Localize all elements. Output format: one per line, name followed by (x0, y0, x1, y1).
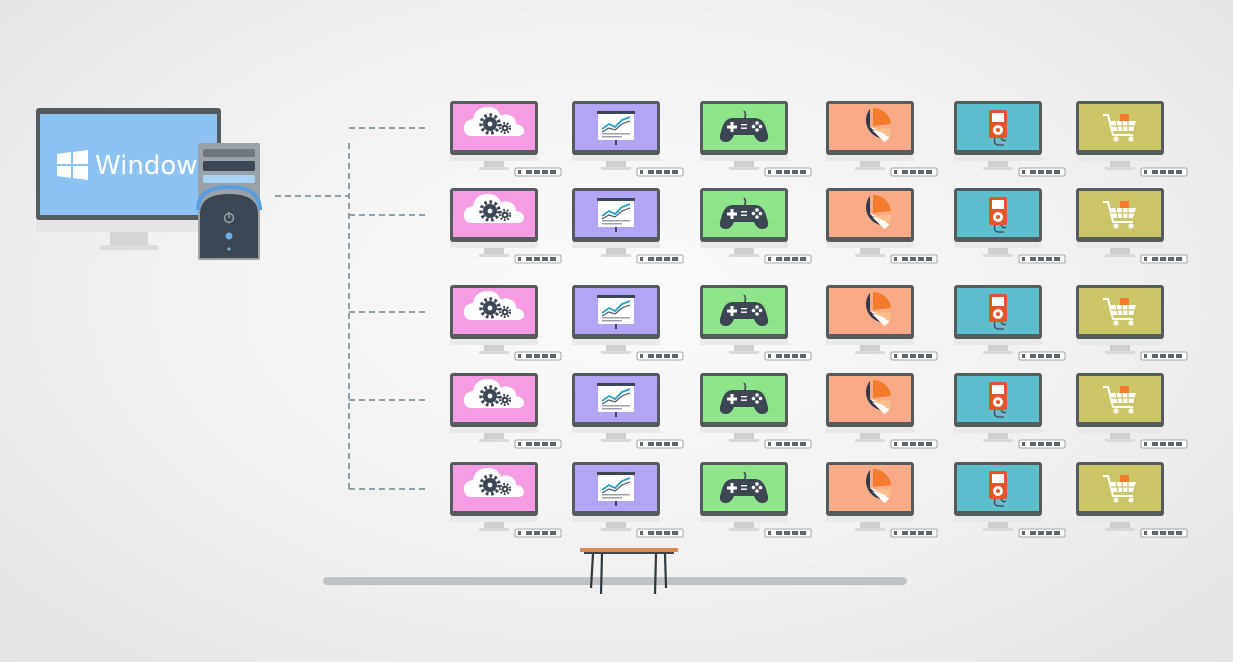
client-monitor-shopping (1076, 462, 1188, 538)
thin-client-box (1140, 254, 1188, 264)
client-monitor-analytics (826, 101, 938, 177)
thin-client-box (1140, 167, 1188, 177)
thin-client-box (1140, 439, 1188, 449)
thin-client-box (514, 254, 562, 264)
presentation-chart-icon (596, 110, 636, 146)
client-monitor-gaming (700, 285, 812, 361)
thin-client-box (514, 528, 562, 538)
client-monitor-gaming (700, 462, 812, 538)
thin-client-box (514, 167, 562, 177)
client-monitor-shopping (1076, 188, 1188, 264)
client-monitor-grid (450, 101, 1188, 538)
client-monitor-presentation (572, 462, 684, 538)
client-monitor-cloud-settings (450, 188, 562, 264)
thin-client-box (1018, 254, 1066, 264)
client-monitor-cloud-settings (450, 462, 562, 538)
client-monitor-shopping (1076, 101, 1188, 177)
thin-client-box (764, 351, 812, 361)
thin-client-box (890, 439, 938, 449)
thin-client-box (764, 167, 812, 177)
client-monitor-presentation (572, 101, 684, 177)
client-monitor-media-player (954, 285, 1066, 361)
os-label: Windows (95, 151, 211, 181)
thin-client-box (636, 351, 684, 361)
thin-client-box (1140, 528, 1188, 538)
thin-client-box (514, 351, 562, 361)
host-monitor (36, 108, 221, 250)
thin-client-box (764, 439, 812, 449)
thin-client-box (890, 254, 938, 264)
client-monitor-media-player (954, 188, 1066, 264)
thin-client-box (1018, 167, 1066, 177)
thin-client-box (764, 528, 812, 538)
presentation-chart-icon (596, 294, 636, 330)
power-icon (223, 212, 235, 224)
presentation-chart-icon (596, 471, 636, 507)
thin-client-box (1018, 528, 1066, 538)
thin-client-box (636, 439, 684, 449)
network-connectors (275, 127, 428, 491)
client-monitor-media-player (954, 462, 1066, 538)
client-monitor-media-player (954, 373, 1066, 449)
thin-client-box (890, 167, 938, 177)
thin-client-box (764, 254, 812, 264)
floor-shadow (323, 577, 907, 585)
client-monitor-analytics (826, 373, 938, 449)
presentation-chart-icon (596, 382, 636, 418)
client-monitor-cloud-settings (450, 285, 562, 361)
client-monitor-gaming (700, 373, 812, 449)
table (580, 548, 678, 595)
client-monitor-presentation (572, 373, 684, 449)
client-monitor-analytics (826, 462, 938, 538)
windows-logo-icon (57, 150, 88, 180)
thin-client-box (1018, 351, 1066, 361)
thin-client-box (890, 528, 938, 538)
thin-client-box (636, 254, 684, 264)
thin-client-box (636, 167, 684, 177)
client-monitor-gaming (700, 188, 812, 264)
presentation-chart-icon (596, 197, 636, 233)
client-monitor-shopping (1076, 373, 1188, 449)
thin-client-box (890, 351, 938, 361)
client-monitor-shopping (1076, 285, 1188, 361)
client-monitor-analytics (826, 188, 938, 264)
thin-client-box (636, 528, 684, 538)
thin-client-box (1140, 351, 1188, 361)
thin-client-box (514, 439, 562, 449)
client-monitor-cloud-settings (450, 101, 562, 177)
client-monitor-presentation (572, 188, 684, 264)
client-monitor-gaming (700, 101, 812, 177)
client-monitor-media-player (954, 101, 1066, 177)
host-tower (196, 143, 262, 260)
client-monitor-analytics (826, 285, 938, 361)
host-computer: Windows (36, 108, 262, 260)
thin-client-box (1018, 439, 1066, 449)
client-monitor-cloud-settings (450, 373, 562, 449)
client-monitor-presentation (572, 285, 684, 361)
